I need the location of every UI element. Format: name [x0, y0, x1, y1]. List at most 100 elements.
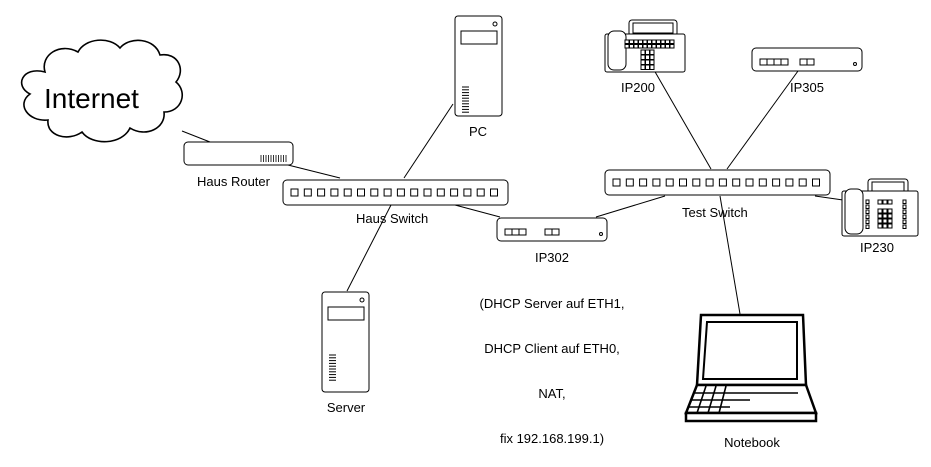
switch-port	[679, 178, 687, 187]
switch-port	[758, 178, 767, 187]
test-switch-icon	[604, 169, 831, 196]
phone-key	[649, 49, 655, 55]
switch-port	[396, 188, 405, 197]
phone-key	[902, 214, 907, 219]
phone-key	[633, 39, 639, 44]
phone-key	[649, 54, 655, 60]
ip302-gateway-icon	[496, 217, 608, 242]
pc-label: PC	[468, 124, 488, 139]
haus-router-label: Haus Router	[197, 174, 270, 189]
phone-key	[640, 64, 646, 70]
phone-key	[629, 44, 634, 49]
phone-key	[640, 49, 646, 55]
switch-port	[330, 188, 339, 197]
switch-port	[652, 178, 661, 187]
phone-key	[624, 39, 630, 44]
phone-key	[645, 49, 650, 55]
phone-key	[633, 44, 639, 49]
ip230-phone-icon	[841, 178, 919, 237]
switch-port	[718, 178, 727, 187]
switch-port	[665, 178, 674, 187]
phone-key	[887, 223, 893, 229]
phone-key	[877, 199, 883, 205]
ip302-desc-line-2: DHCP Client auf ETH0,	[484, 341, 620, 356]
phone-key	[882, 199, 888, 205]
phone-key	[645, 54, 650, 60]
link-test-switch-ip200	[653, 69, 712, 170]
phone-key	[669, 39, 675, 44]
phone-key	[865, 199, 870, 204]
switch-port	[692, 178, 701, 187]
link-router-haus-switch	[287, 164, 341, 179]
phone-key	[669, 44, 675, 49]
internet-cloud-icon	[20, 39, 184, 143]
phone-key	[624, 44, 630, 49]
ip200-label: IP200	[621, 80, 655, 95]
switch-port	[383, 188, 392, 197]
phone-key	[660, 39, 666, 44]
pc-tower-icon	[454, 15, 503, 117]
phone-key	[645, 64, 650, 70]
switch-port	[410, 188, 419, 197]
ip305-label: IP305	[790, 80, 824, 95]
switch-port	[490, 188, 498, 197]
link-haus-switch-server	[346, 204, 392, 292]
ip302-desc-line-3: NAT,	[538, 386, 566, 401]
switch-port	[625, 178, 634, 187]
phone-key	[665, 39, 670, 44]
phone-key	[665, 44, 670, 49]
phone-key	[882, 218, 888, 224]
link-ip302-test-switch	[595, 195, 666, 218]
phone-key	[651, 44, 657, 49]
haus-switch-icon	[282, 179, 509, 206]
link-test-switch-notebook	[719, 195, 741, 315]
switch-port	[423, 188, 432, 197]
links	[181, 69, 844, 315]
phone-key	[865, 204, 870, 209]
phone-key	[642, 39, 648, 44]
ip302-desc-line-4: fix 192.168.199.1)	[499, 431, 605, 446]
switch-port	[639, 178, 648, 187]
link-internet-router	[181, 130, 211, 143]
switch-port	[476, 188, 485, 197]
phone-key	[640, 59, 646, 65]
link-test-switch-ip230	[814, 195, 844, 201]
phone-key	[902, 224, 907, 229]
ip302-description: (DHCP Server auf ETH1, DHCP Client auf E…	[480, 266, 625, 461]
switch-port	[343, 188, 352, 197]
switch-port	[303, 188, 312, 197]
phone-key	[642, 44, 648, 49]
phone-key	[647, 44, 652, 49]
phone-key	[887, 218, 893, 224]
phone-key	[651, 39, 657, 44]
phone-key	[887, 213, 893, 219]
phone-key	[882, 223, 888, 229]
phone-key	[865, 214, 870, 219]
phone-key	[656, 39, 661, 44]
switch-port	[450, 188, 459, 197]
switch-port	[812, 178, 820, 187]
notebook-laptop-icon	[684, 313, 818, 423]
phone-key	[877, 208, 883, 214]
switch-port	[772, 178, 781, 187]
phone-key	[629, 39, 634, 44]
internet-label: Internet	[44, 83, 139, 114]
switch-port	[357, 188, 365, 197]
phone-key	[882, 213, 888, 219]
phone-key	[647, 39, 652, 44]
phone-key	[902, 204, 907, 209]
switch-port	[745, 178, 754, 187]
test-switch-label: Test Switch	[682, 205, 748, 220]
switch-port	[290, 188, 299, 197]
link-test-switch-ip305	[726, 70, 799, 170]
phone-key	[877, 213, 883, 219]
haus-switch-label: Haus Switch	[356, 211, 429, 226]
ip302-label: IP302	[535, 250, 569, 265]
switch-port	[612, 178, 621, 187]
switch-port	[732, 178, 741, 187]
phone-key	[638, 44, 643, 49]
phone-key	[887, 208, 893, 214]
server-label: Server	[326, 400, 366, 415]
phone-key	[865, 219, 870, 224]
